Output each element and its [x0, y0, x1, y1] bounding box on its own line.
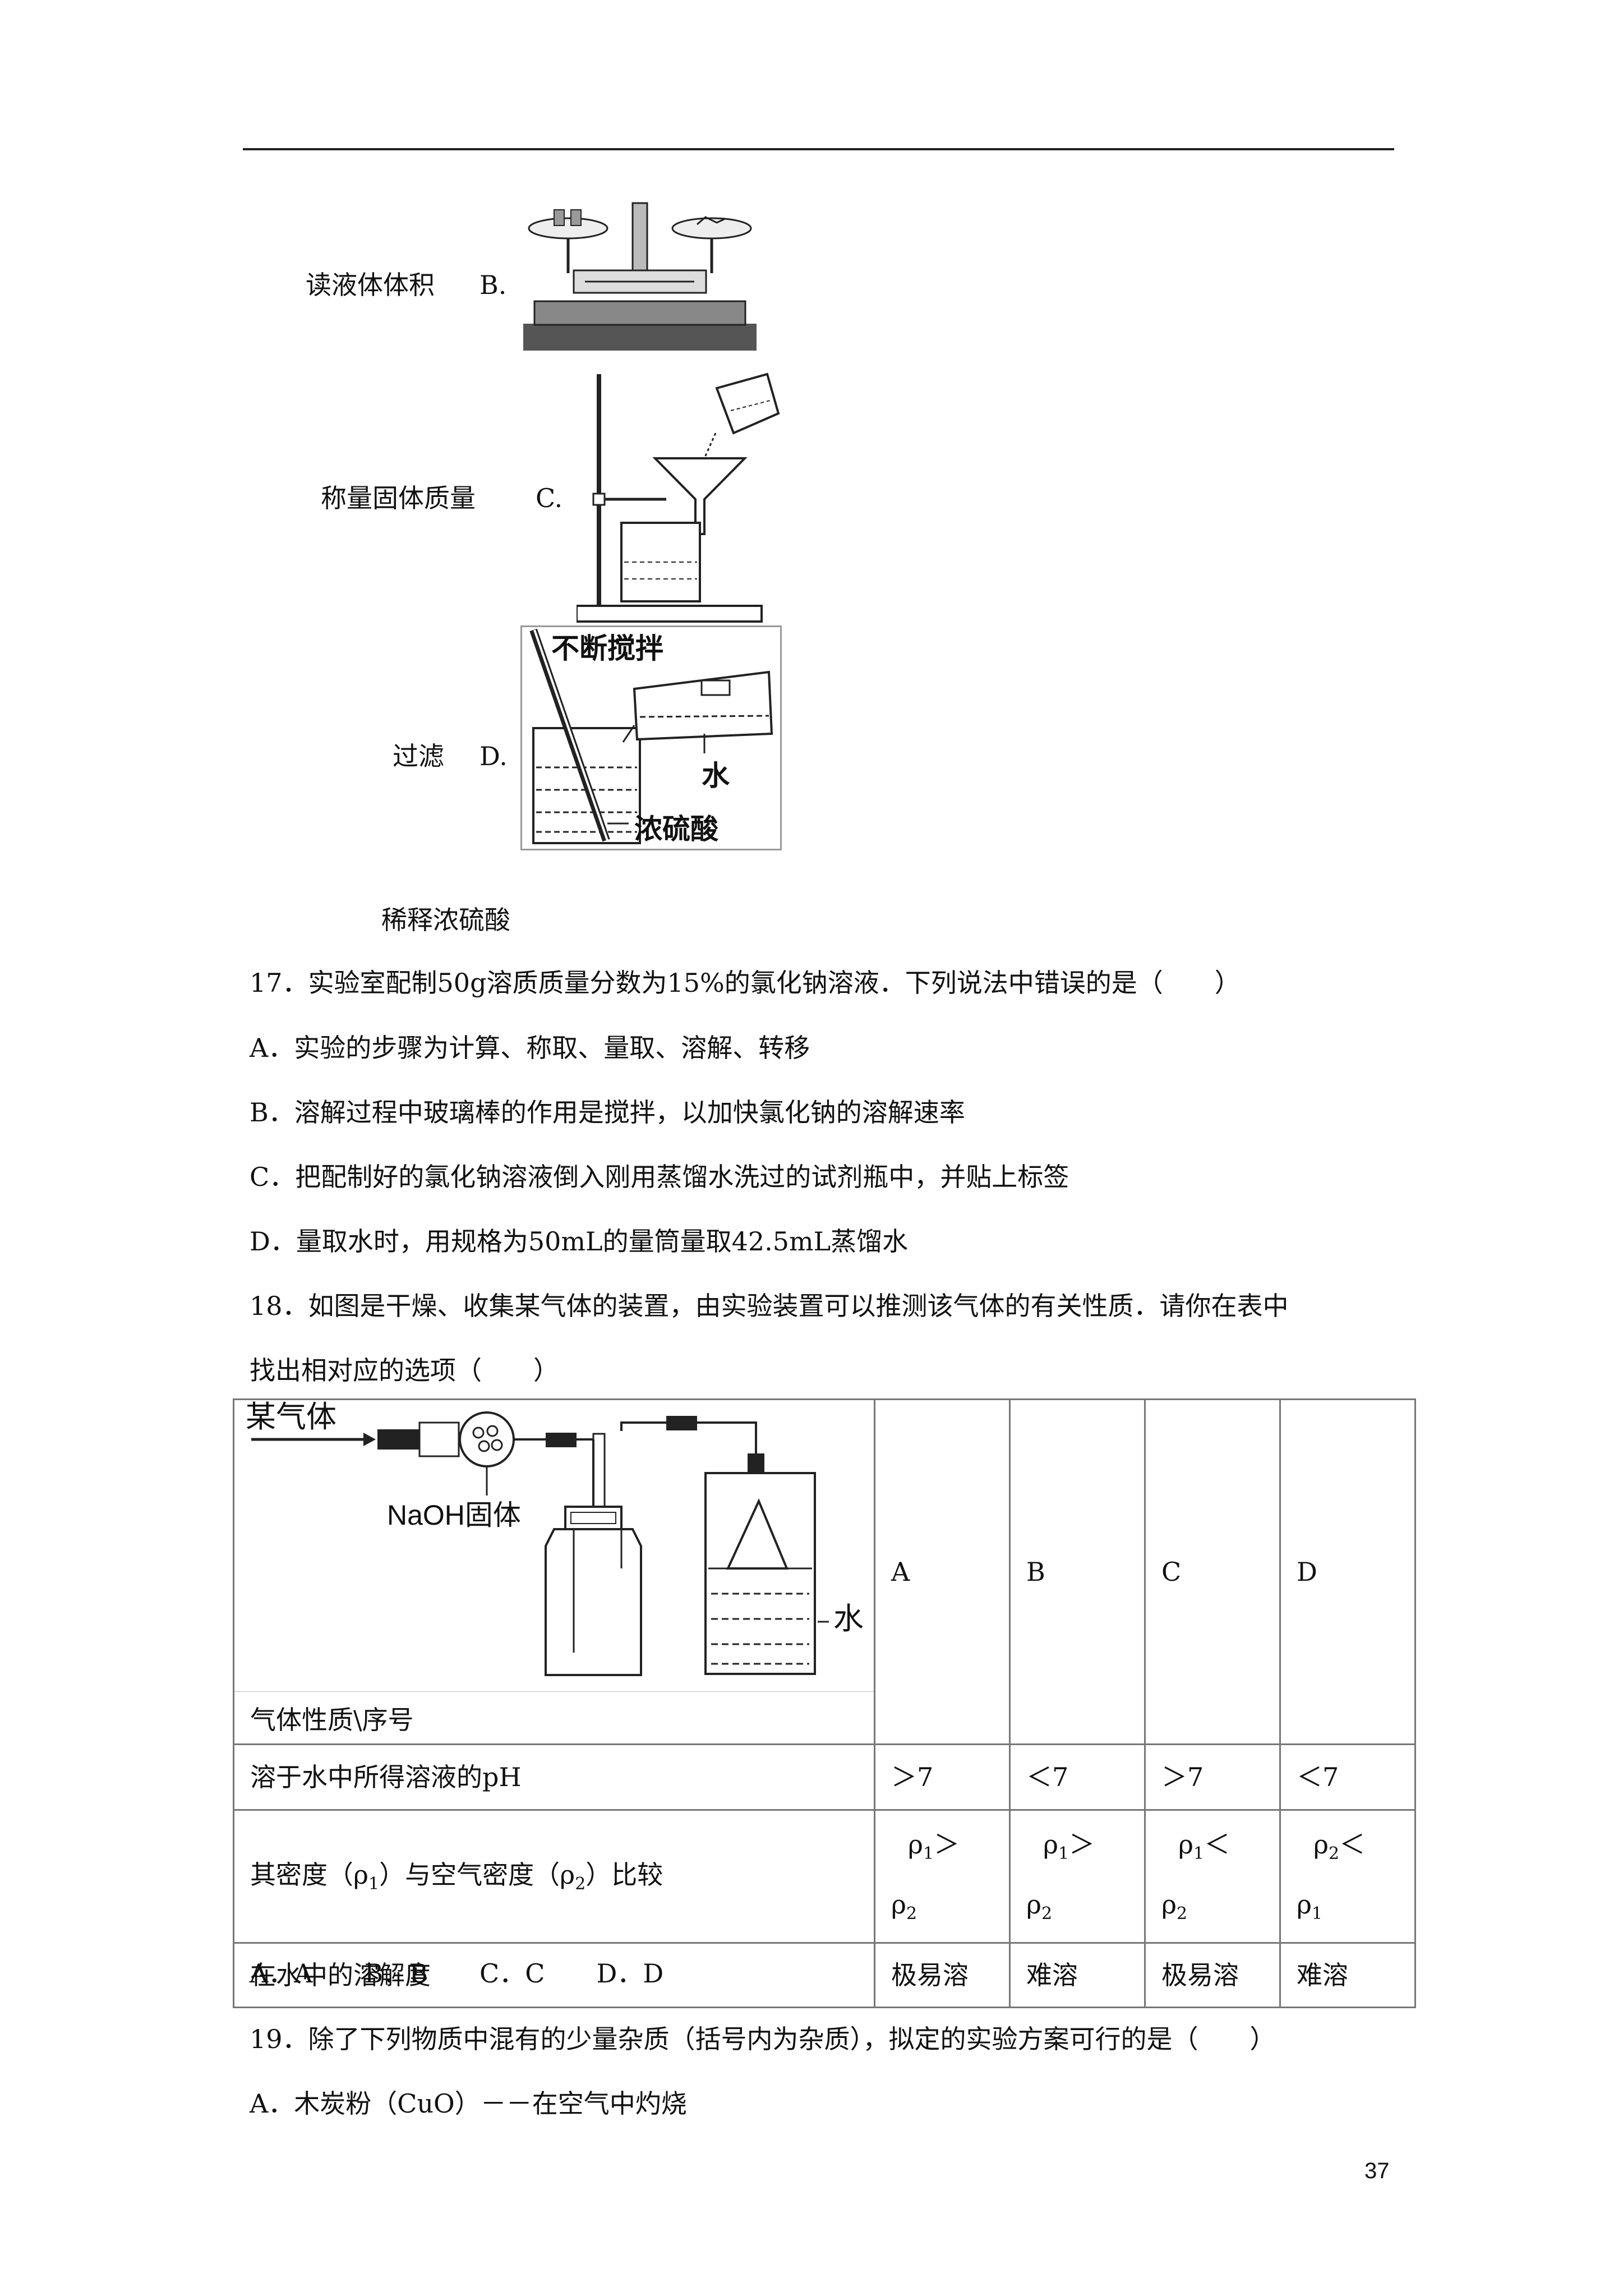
header-rule [243, 148, 1394, 150]
q18-stem-line1: 18．如图是干燥、收集某气体的装置，由实验装置可以推测该气体的有关性质．请你在表… [250, 1291, 1289, 1321]
option-label-read-volume: 读液体体积 [306, 270, 435, 300]
balance-figure [523, 197, 757, 351]
q19-option-a: A．木炭粉（CuO）－－在空气中灼烧 [250, 2088, 687, 2119]
density-label-sub2: 2 [575, 1874, 586, 1894]
solubility-value-c: 极易溶 [1144, 1942, 1281, 2008]
solubility-value-d: 难溶 [1279, 1942, 1416, 2008]
q19-stem: 19．除了下列物质中混有的少量杂质（括号内为杂质），拟定的实验方案可行的是（ ） [250, 2024, 1276, 2054]
dilution-drawing [529, 628, 773, 844]
option-letter-c: C. [536, 483, 563, 513]
solubility-value-b: 难溶 [1009, 1942, 1146, 2008]
option-label-filter: 过滤 [393, 741, 444, 771]
density-value-c: ρ1＜ρ2 [1144, 1809, 1281, 1944]
filtration-drawing [575, 372, 780, 623]
table-header-row: 某气体 NaOH固体 水 气体性质\序号 A B C D [233, 1398, 1416, 1745]
q18-table: 某气体 NaOH固体 水 气体性质\序号 A B C D 溶于水中所得溶液的pH… [233, 1398, 1416, 2008]
ph-value-a: ＞7 [874, 1743, 1011, 1811]
water-label: 水 [702, 760, 730, 792]
density-label-sub1: 1 [368, 1874, 380, 1894]
ph-value-c: ＞7 [1144, 1743, 1281, 1811]
q17-option-a: A．实验的步骤为计算、称取、量取、溶解、转移 [250, 1033, 810, 1063]
column-header-a: A [874, 1398, 1011, 1745]
density-label-part1: 其密度（ρ [250, 1859, 369, 1890]
q17-option-b: B．溶解过程中玻璃棒的作用是搅拌，以加快氯化钠的溶解速率 [250, 1097, 965, 1128]
column-header-c: C [1144, 1398, 1281, 1745]
ph-row: 溶于水中所得溶液的pH ＞7 ＜7 ＞7 ＜7 [233, 1743, 1416, 1811]
stir-label: 不断搅拌 [551, 633, 663, 664]
density-value-a: ρ1＞ρ2 [874, 1809, 1011, 1944]
ph-row-label: 溶于水中所得溶液的pH [233, 1743, 875, 1811]
acid-label: 浓硫酸 [634, 813, 718, 845]
balance-drawing [523, 202, 757, 351]
option-label-weigh-solid: 称量固体质量 [321, 483, 476, 513]
density-label-part3: ）比较 [585, 1859, 663, 1890]
table-header-cell: 某气体 NaOH固体 水 气体性质\序号 [233, 1398, 875, 1745]
naoh-label: NaOH固体 [387, 1499, 521, 1531]
density-row-label: 其密度（ρ1）与空气密度（ρ2）比较 [233, 1809, 875, 1944]
q18-answer-options: A．A B．B C．C D．D [250, 1958, 664, 1989]
q17-option-c: C．把配制好的氯化钠溶液倒入刚用蒸馏水洗过的试剂瓶中，并贴上标签 [250, 1162, 1069, 1192]
density-value-b: ρ1＞ρ2 [1009, 1809, 1146, 1944]
option-letter-d: D. [479, 741, 508, 771]
ph-value-b: ＜7 [1009, 1743, 1146, 1811]
filtration-figure [575, 366, 784, 624]
page-number: 37 [1364, 2159, 1390, 2183]
column-header-b: B [1009, 1398, 1146, 1745]
q17-option-d: D．量取水时，用规格为50mL的量筒量取42.5mL蒸馏水 [250, 1226, 909, 1257]
ph-value-d: ＜7 [1279, 1743, 1416, 1811]
density-label-part2: ）与空气密度（ρ [379, 1859, 575, 1890]
option-label-dilute-acid: 稀释浓硫酸 [381, 905, 510, 935]
solubility-row-label: 在水中的溶解度 [233, 1942, 875, 2008]
q17-stem: 17．实验室配制50g溶质质量分数为15%的氯化钠溶液．下列说法中错误的是（ ） [250, 968, 1241, 998]
dilution-figure: 不断搅拌 水 浓硫酸 [520, 625, 782, 850]
solubility-value-a: 极易溶 [874, 1942, 1011, 2008]
gas-apparatus-drawing [234, 1411, 874, 1692]
solubility-row: 在水中的溶解度 极易溶 难溶 极易溶 难溶 [233, 1942, 1416, 2008]
density-value-d: ρ2＜ρ1 [1279, 1809, 1416, 1944]
q18-stem-line2: 找出相对应的选项（ ） [250, 1355, 559, 1386]
density-row: 其密度（ρ1）与空气密度（ρ2）比较 ρ1＞ρ2 ρ1＞ρ2 ρ1＜ρ2 ρ2＜… [233, 1809, 1416, 1944]
option-letter-b: B. [479, 270, 507, 300]
column-header-d: D [1279, 1398, 1416, 1745]
gas-label: 某气体 [246, 1400, 336, 1434]
property-header: 气体性质\序号 [250, 1705, 414, 1735]
beaker-water-label: 水 [833, 1602, 864, 1636]
